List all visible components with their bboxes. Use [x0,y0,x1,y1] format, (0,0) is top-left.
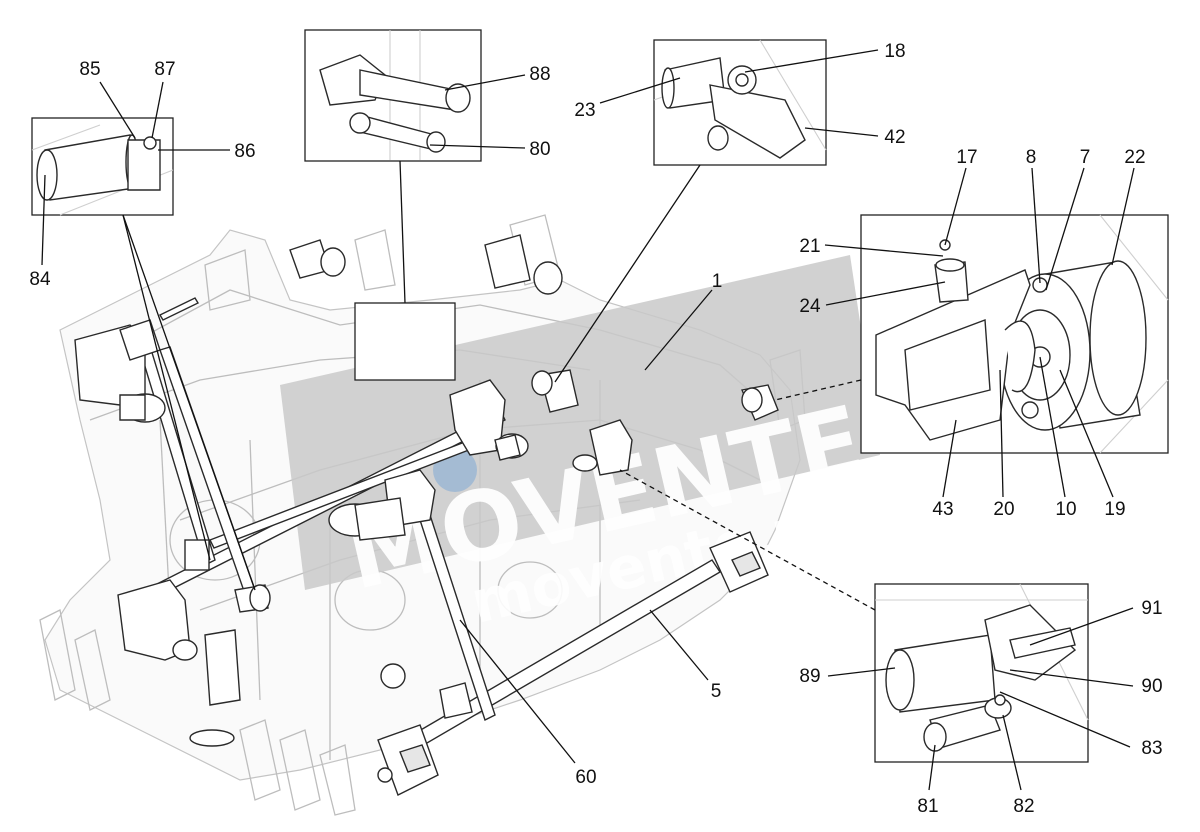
label-86: 86 [234,141,255,162]
label-18: 18 [884,41,905,62]
label-88: 88 [529,64,550,85]
label-22: 22 [1124,147,1145,168]
label-5: 5 [711,681,722,702]
label-20: 20 [993,499,1014,520]
label-80: 80 [529,139,550,160]
label-91: 91 [1141,598,1162,619]
label-89: 89 [799,666,820,687]
leader-lines [41,49,1135,791]
label-84: 84 [29,269,51,290]
label-87: 87 [154,59,175,80]
label-81: 81 [917,796,938,817]
label-85: 85 [79,59,100,80]
detail-box-pins-bottom [874,583,1089,763]
shaft-end-plates [377,531,769,796]
label-43: 43 [932,499,953,520]
label-23: 23 [574,100,595,121]
left-cylinder [184,539,271,613]
detail-box-hook [653,39,827,166]
label-90: 90 [1141,676,1162,697]
label-83: 83 [1141,738,1162,759]
detail-box-pins-top [304,29,482,162]
label-21: 21 [799,236,820,257]
center-brackets [289,234,779,719]
detail-box-lock-assembly [860,214,1169,454]
callout-labels: 85 87 86 84 88 80 18 23 42 17 8 7 22 21 … [29,41,1162,817]
label-17: 17 [956,147,977,168]
label-24: 24 [799,296,821,317]
label-1: 1 [712,271,723,292]
label-42: 42 [884,127,905,148]
detail-box-lock-pin [31,117,174,216]
left-upper-bracket [74,319,166,423]
label-82: 82 [1013,796,1034,817]
label-8: 8 [1026,147,1037,168]
left-lower-bracket [117,579,241,747]
label-10: 10 [1055,499,1076,520]
label-19: 19 [1104,499,1125,520]
label-60: 60 [575,767,596,788]
label-7: 7 [1080,147,1091,168]
